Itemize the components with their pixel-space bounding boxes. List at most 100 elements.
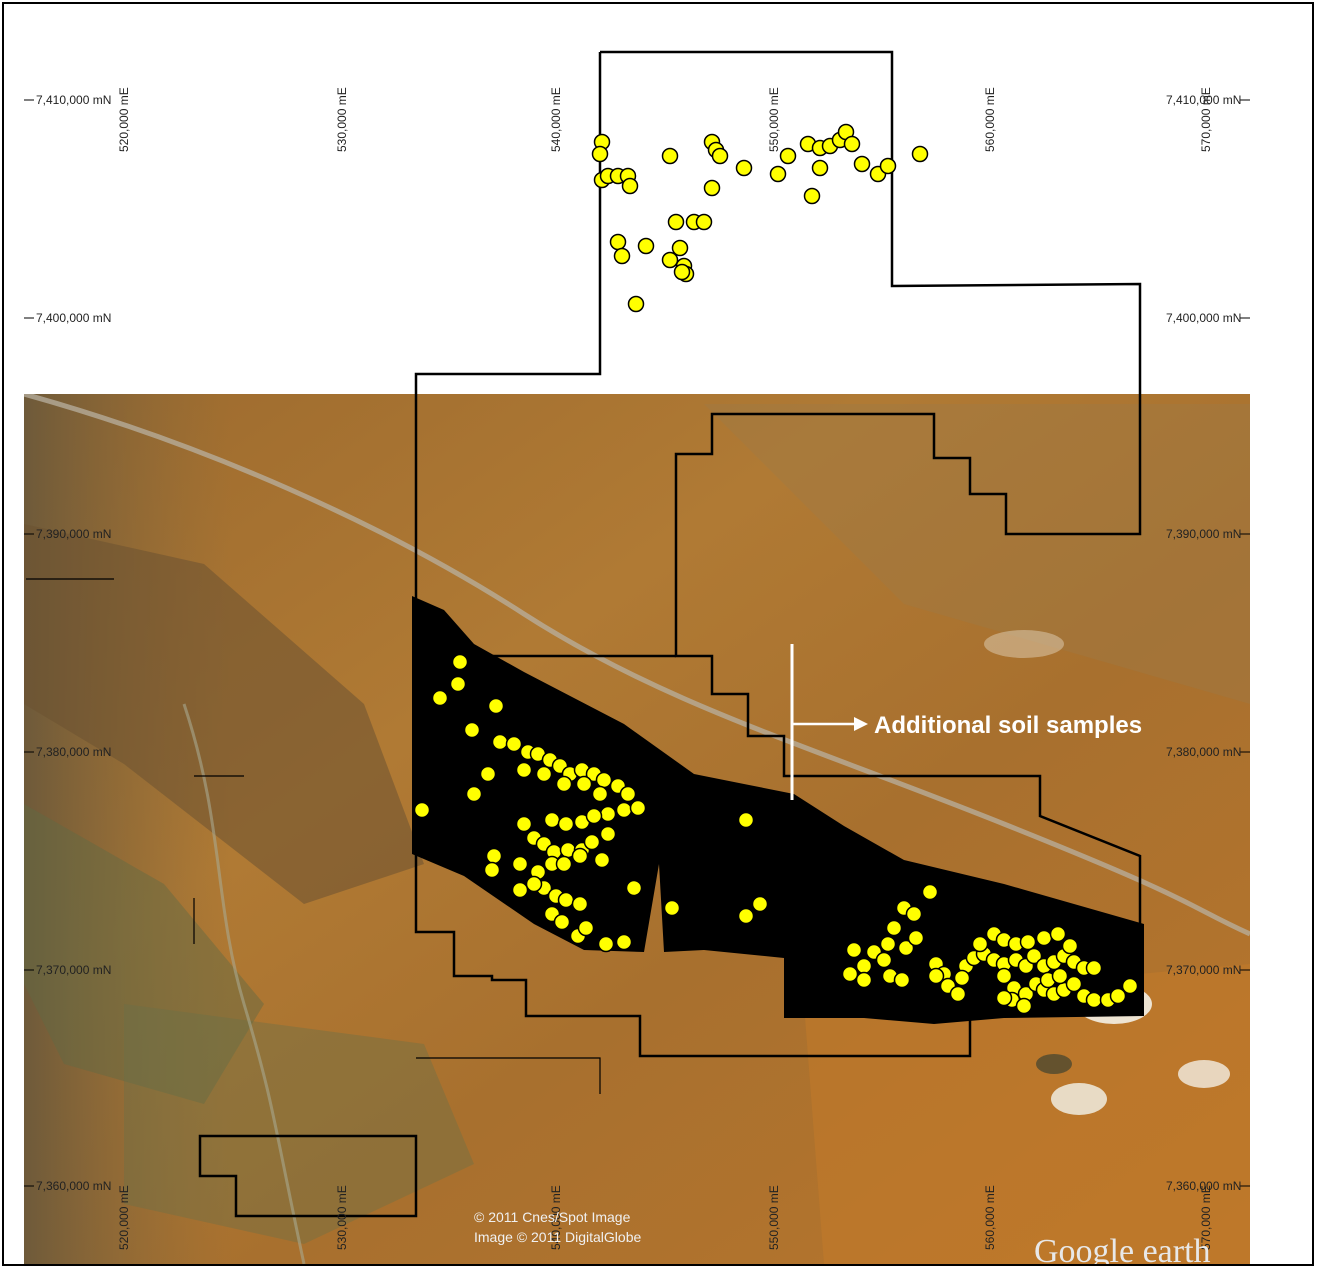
soil-sample-coverage	[412, 596, 1144, 1024]
soil-sample-point	[591, 145, 609, 163]
soil-sample-point	[711, 147, 729, 165]
soil-sample-point	[625, 879, 643, 897]
soil-sample-point	[661, 251, 679, 269]
soil-sample-point	[737, 811, 755, 829]
northing-label: 7,390,000 mN	[36, 527, 111, 541]
soil-sample-point	[557, 815, 575, 833]
northing-label: 7,360,000 mN	[1166, 1179, 1241, 1193]
soil-sample-point	[879, 935, 897, 953]
soil-sample-point	[609, 233, 627, 251]
soil-sample-point	[703, 179, 721, 197]
imagery-credits: © 2011 Cnes/Spot Image Image © 2011 Digi…	[474, 1209, 641, 1245]
soil-sample-point	[1121, 977, 1139, 995]
google-earth-logo: Google earth	[1034, 1233, 1211, 1264]
soil-sample-point	[615, 933, 633, 951]
soil-sample-point	[1049, 925, 1067, 943]
soil-sample-point	[1051, 967, 1069, 985]
easting-label: 530,000 mE	[335, 1185, 349, 1250]
easting-label: 550,000 mE	[767, 1185, 781, 1250]
soil-sample-point	[637, 237, 655, 255]
soil-sample-point	[1025, 947, 1043, 965]
soil-sample-point	[555, 855, 573, 873]
northing-labels-left: 7,410,000 mN 7,400,000 mN 7,390,000 mN 7…	[36, 93, 111, 1193]
soil-sample-point	[661, 147, 679, 165]
soil-sample-point	[591, 785, 609, 803]
soil-sample-point	[613, 247, 631, 265]
soil-sample-point	[853, 155, 871, 173]
soil-sample-point	[995, 989, 1013, 1007]
soil-sample-point	[553, 913, 571, 931]
soil-sample-point	[571, 895, 589, 913]
soil-sample-point	[599, 805, 617, 823]
soil-sample-point	[511, 855, 529, 873]
soil-sample-point	[487, 697, 505, 715]
soil-sample-point	[885, 919, 903, 937]
soil-sample-point	[663, 899, 681, 917]
soil-sample-point	[555, 775, 573, 793]
soil-sample-point	[695, 213, 713, 231]
easting-label: 540,000 mE	[549, 1185, 563, 1250]
northing-label: 7,370,000 mN	[1166, 963, 1241, 977]
soil-sample-point	[843, 135, 861, 153]
soil-sample-point	[893, 971, 911, 989]
soil-sample-point	[803, 187, 821, 205]
northing-label: 7,390,000 mN	[1166, 527, 1241, 541]
soil-sample-point	[907, 929, 925, 947]
easting-label: 530,000 mE	[335, 87, 349, 152]
grid-ticks	[24, 99, 1250, 1187]
northing-labels-right: 7,410,000 mN 7,400,000 mN 7,390,000 mN 7…	[1166, 93, 1241, 1193]
soil-sample-point	[779, 147, 797, 165]
soil-sample-point	[479, 765, 497, 783]
soil-sample-point	[953, 969, 971, 987]
easting-label: 520,000 mE	[117, 1185, 131, 1250]
soil-sample-point	[811, 159, 829, 177]
annotation-additional-soil-samples: Additional soil samples	[790, 644, 1142, 800]
easting-label: 560,000 mE	[983, 1185, 997, 1250]
soil-sample-point	[1109, 987, 1127, 1005]
soil-sample-point	[627, 295, 645, 313]
soil-sample-point	[855, 971, 873, 989]
northing-label: 7,410,000 mN	[1166, 93, 1241, 107]
soil-sample-point	[491, 733, 509, 751]
northing-label: 7,380,000 mN	[36, 745, 111, 759]
soil-sample-point	[1061, 937, 1079, 955]
soil-sample-point	[595, 771, 613, 789]
soil-sample-point	[735, 159, 753, 177]
northing-label: 7,400,000 mN	[1166, 311, 1241, 325]
annotation-label: Additional soil samples	[874, 712, 1142, 739]
soil-sample-point	[927, 967, 945, 985]
credit-line: © 2011 Cnes/Spot Image	[474, 1209, 631, 1225]
soil-sample-point	[921, 883, 939, 901]
soil-sample-point	[1085, 991, 1103, 1009]
soil-sample-point	[449, 675, 467, 693]
soil-sample-point	[905, 905, 923, 923]
northing-label: 7,360,000 mN	[36, 1179, 111, 1193]
soil-sample-point	[1015, 997, 1033, 1015]
soil-sample-point	[585, 807, 603, 825]
soil-sample-point	[629, 799, 647, 817]
northing-label: 7,400,000 mN	[36, 311, 111, 325]
soil-sample-point	[621, 177, 639, 195]
northing-label: 7,370,000 mN	[36, 963, 111, 977]
soil-sample-point	[673, 263, 691, 281]
soil-sample-point	[1065, 975, 1083, 993]
easting-label: 550,000 mE	[767, 87, 781, 152]
easting-label: 570,000 mE	[1199, 87, 1213, 152]
soil-sample-point	[431, 689, 449, 707]
soil-sample-point	[515, 761, 533, 779]
soil-sample-point	[485, 847, 503, 865]
soil-sample-point	[505, 735, 523, 753]
map-canvas[interactable]: 520,000 mE 530,000 mE 540,000 mE 550,000…	[4, 4, 1312, 1264]
easting-label: 560,000 mE	[983, 87, 997, 152]
soil-sample-point	[571, 847, 589, 865]
soil-sample-point	[1035, 929, 1053, 947]
soil-sample-point	[971, 935, 989, 953]
soil-sample-point	[841, 965, 859, 983]
soil-sample-point	[875, 951, 893, 969]
soil-sample-point	[535, 765, 553, 783]
soil-sample-point	[667, 213, 685, 231]
soil-sample-point	[597, 935, 615, 953]
soil-sample-point	[615, 801, 633, 819]
soil-sample-point	[1019, 933, 1037, 951]
